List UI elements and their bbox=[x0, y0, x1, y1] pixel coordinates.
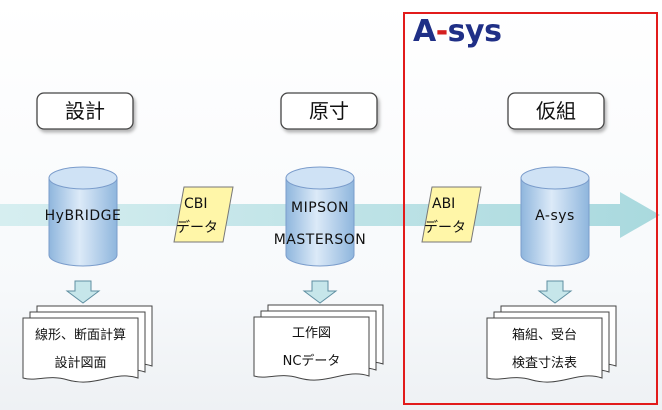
system-label-asys: A-sys bbox=[535, 208, 575, 224]
down-arrow-assembly bbox=[537, 280, 573, 304]
header-box-design bbox=[36, 92, 134, 130]
stage-header-fullsize: 原寸 bbox=[309, 99, 349, 123]
logo-dash: - bbox=[435, 14, 448, 49]
down-arrow-design bbox=[65, 280, 101, 304]
database-cylinder-mipson bbox=[285, 166, 355, 267]
database-cylinder-asys bbox=[520, 166, 590, 267]
system-label-mipson: MIPSON bbox=[290, 200, 350, 216]
doc-text-design-line2: 設計図面 bbox=[54, 356, 107, 371]
document-stack-design bbox=[22, 305, 153, 383]
doc-text-assembly-line2: 検査寸法表 bbox=[511, 356, 577, 371]
stage-header-design: 設計 bbox=[65, 99, 105, 123]
asys-logo: A-sys bbox=[413, 14, 502, 49]
data-parallelogram-abi bbox=[421, 186, 482, 243]
doc-text-assembly-line1: 箱組、受台 bbox=[511, 328, 577, 343]
header-box-assembly bbox=[507, 92, 605, 130]
interchange-label-cbi: データ bbox=[176, 220, 218, 236]
doc-text-fullsize-line1: 工作図 bbox=[291, 326, 331, 341]
interchange-code-cbi: CBI bbox=[184, 196, 208, 212]
database-cylinder-hybridge bbox=[48, 166, 118, 267]
document-stack-assembly bbox=[486, 305, 617, 383]
document-stack-fullsize bbox=[253, 304, 384, 381]
system-label-hybridge: HyBRIDGE bbox=[44, 208, 122, 224]
stage-header-assembly: 仮組 bbox=[536, 99, 576, 123]
interchange-label-abi: データ bbox=[424, 220, 466, 236]
doc-text-design-line1: 線形、断面計算 bbox=[34, 328, 126, 343]
system-label-masterson: MASTERSON bbox=[273, 232, 367, 248]
logo-prefix: A bbox=[413, 14, 436, 49]
down-arrow-fullsize bbox=[302, 280, 338, 304]
interchange-code-abi: ABI bbox=[432, 196, 456, 212]
asys-highlight-frame bbox=[403, 12, 658, 405]
header-box-fullsize bbox=[280, 92, 378, 130]
logo-suffix: sys bbox=[447, 14, 502, 49]
data-parallelogram-cbi bbox=[173, 186, 234, 243]
doc-text-fullsize-line2: NCデータ bbox=[282, 354, 341, 369]
